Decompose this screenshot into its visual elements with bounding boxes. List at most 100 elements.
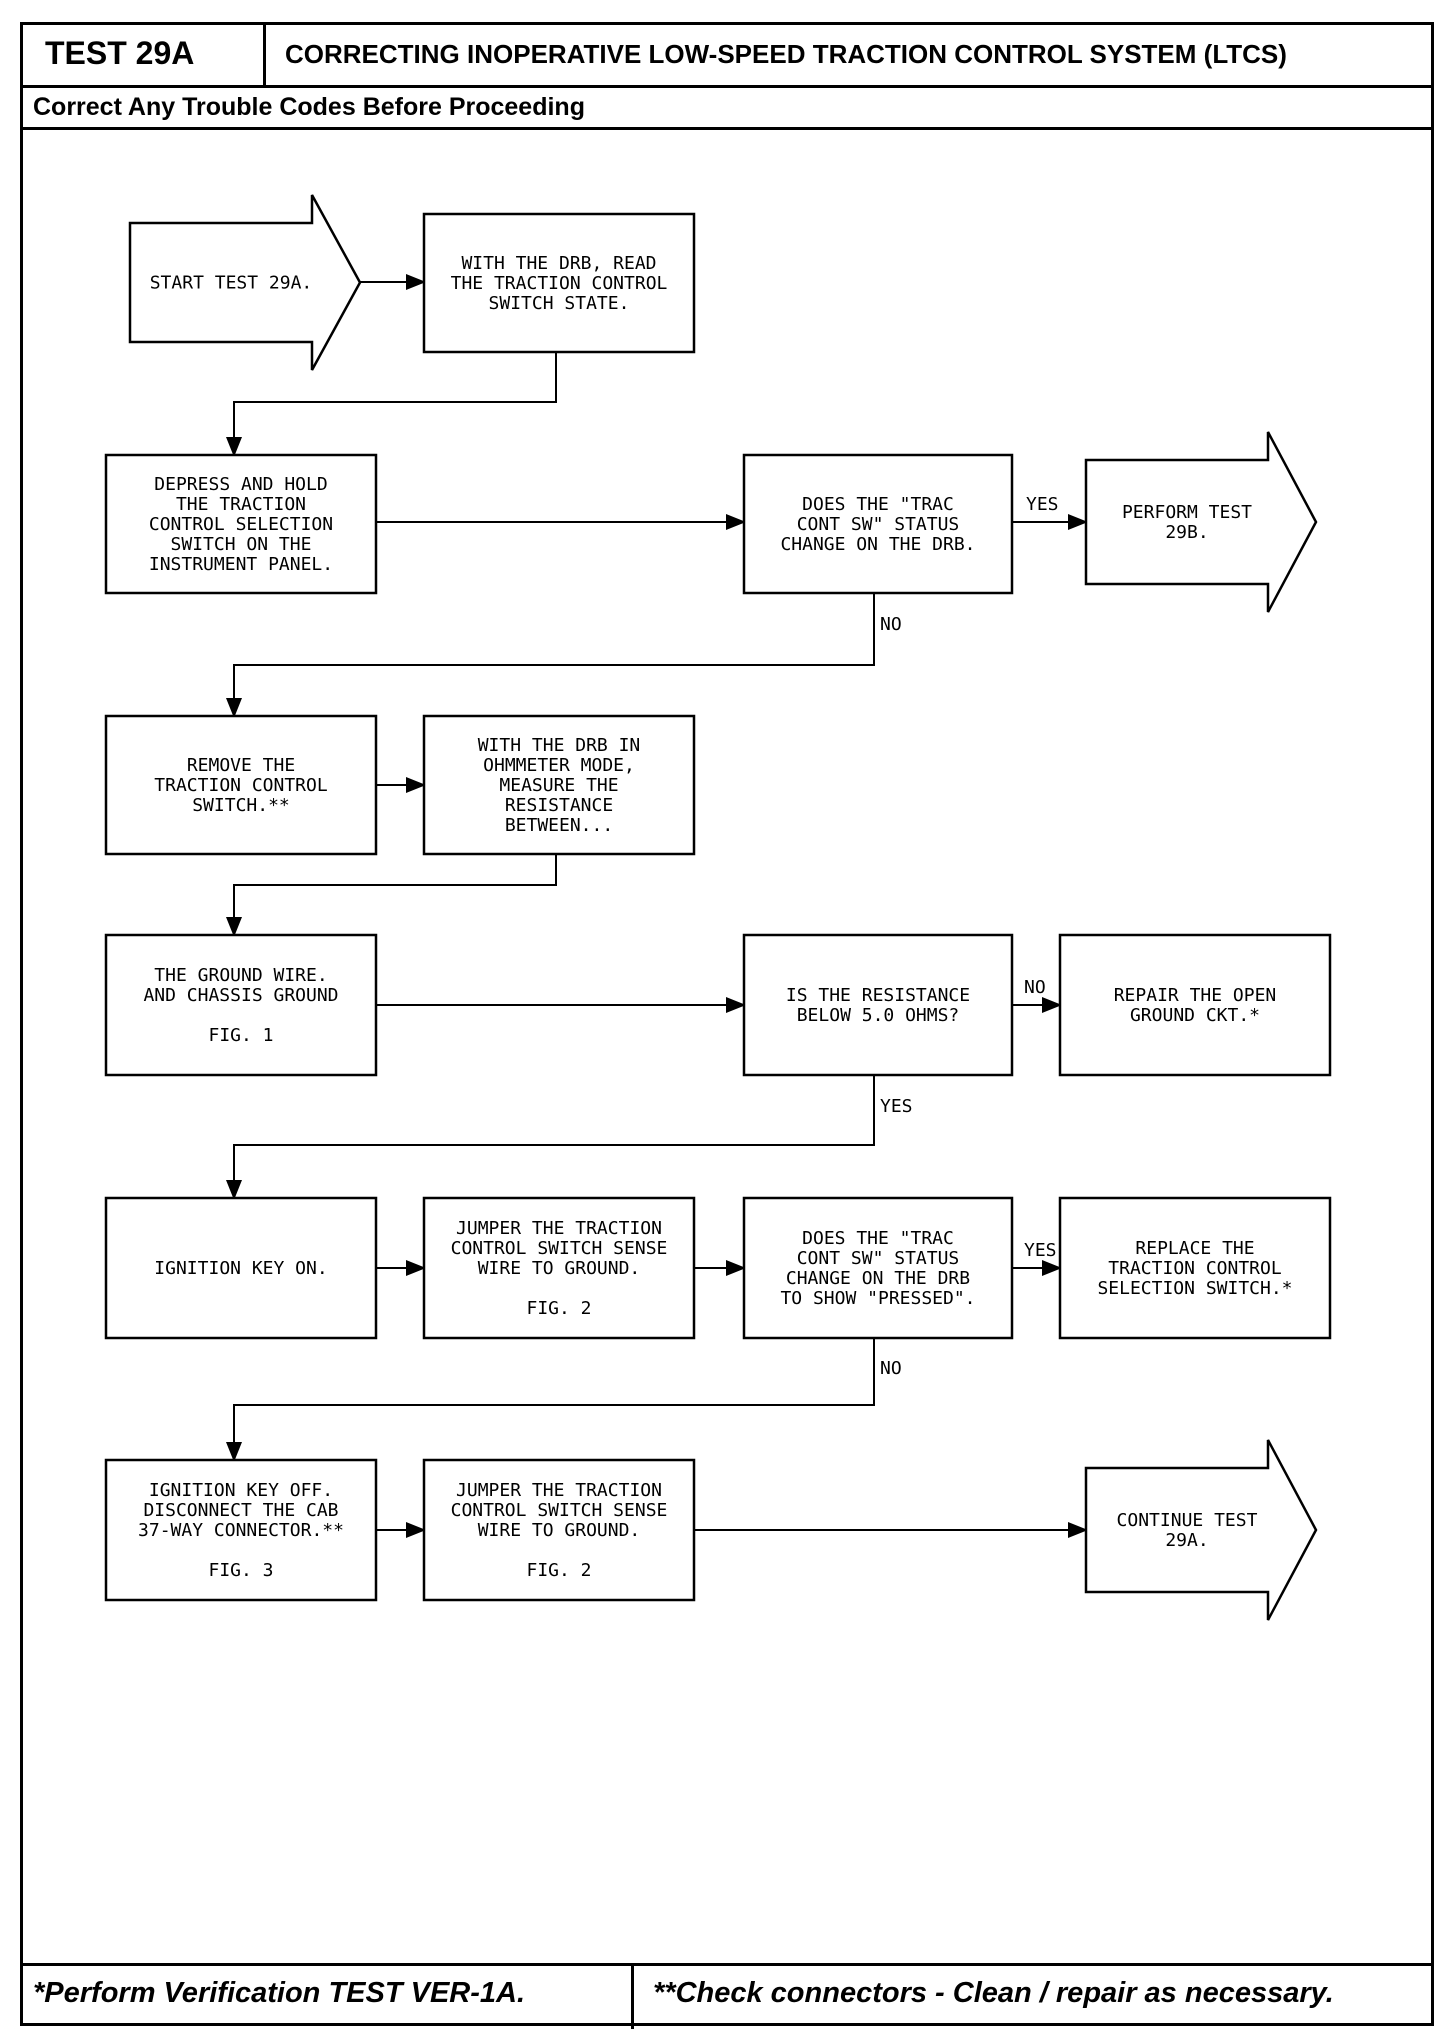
node-shape — [422, 1196, 696, 1340]
node-shape — [104, 1458, 378, 1602]
page-title: CORRECTING INOPERATIVE LOW-SPEED TRACTIO… — [285, 39, 1287, 69]
node-label-line: CONTROL SWITCH SENSE — [451, 1238, 668, 1259]
node-shape — [422, 212, 696, 354]
edge-label: YES — [1026, 494, 1059, 515]
node-label-line: CHANGE ON THE DRB — [786, 1268, 970, 1289]
node-label-line: BELOW 5.0 OHMS? — [797, 1005, 960, 1026]
node-shape — [104, 453, 378, 595]
node-label-line: IS THE RESISTANCE — [786, 985, 970, 1006]
node-label-line: 29B. — [1165, 522, 1208, 543]
node-label-line: FIG. 2 — [526, 1560, 591, 1581]
node-label-line: CONT SW" STATUS — [797, 514, 960, 535]
edge-label: NO — [880, 614, 902, 635]
footnote-verification: *Perform Verification TEST VER-1A. — [33, 1977, 526, 2009]
node-label-line: AND CHASSIS GROUND — [143, 985, 338, 1006]
node-shape — [1058, 933, 1332, 1077]
node-label-line: WITH THE DRB, READ — [461, 253, 656, 274]
node-label-line: CONTINUE TEST — [1117, 1510, 1258, 1531]
node-label-line: CONTROL SWITCH SENSE — [451, 1500, 668, 1521]
node-label-line: CONT SW" STATUS — [797, 1248, 960, 1269]
node-shape — [422, 714, 696, 856]
node-label-line: WIRE TO GROUND. — [478, 1520, 641, 1541]
node-label-line: SWITCH STATE. — [489, 293, 630, 314]
edge-label: YES — [1024, 1240, 1057, 1261]
node-label-line: FIG. 1 — [208, 1025, 273, 1046]
node-label-line: START TEST 29A. — [150, 273, 313, 294]
node-label-line: RESISTANCE — [505, 795, 613, 816]
node-shape — [1058, 1196, 1332, 1340]
node-label-line: PERFORM TEST — [1122, 502, 1252, 523]
header-divider — [263, 25, 266, 85]
node-label-line: TRACTION CONTROL — [1108, 1258, 1282, 1279]
node-shape — [1084, 431, 1318, 613]
node-label-line: TRACTION CONTROL — [154, 775, 328, 796]
node-label-line: BETWEEN... — [505, 815, 613, 836]
node-label-line: IGNITION KEY OFF. — [149, 1480, 333, 1501]
node-label: START TEST 29A. — [150, 273, 313, 294]
node-label-line: REPLACE THE — [1135, 1238, 1254, 1259]
node-label-line: 29A. — [1165, 1530, 1208, 1551]
node-label-line: JUMPER THE TRACTION — [456, 1480, 662, 1501]
node-label-line: DISCONNECT THE CAB — [143, 1500, 338, 1521]
edge-q-status-change-to-remove-switch — [226, 593, 875, 718]
node-label-line: DOES THE "TRAC — [802, 494, 954, 515]
node-label-line: DOES THE "TRAC — [802, 1228, 954, 1249]
node-label-line: DEPRESS AND HOLD — [154, 474, 327, 495]
node-label-line: WIRE TO GROUND. — [478, 1258, 641, 1279]
node-label-line: SELECTION SWITCH.* — [1097, 1278, 1292, 1299]
node-label-line: SWITCH ON THE — [171, 534, 312, 555]
node-label-line: CONTROL SELECTION — [149, 514, 333, 535]
node-ignition-on: IGNITION KEY ON. — [104, 1196, 378, 1340]
node-label-line: 37-WAY CONNECTOR.** — [138, 1520, 344, 1541]
node-label-line: OHMMETER MODE, — [483, 755, 635, 776]
node-label-line: INSTRUMENT PANEL. — [149, 554, 333, 575]
edge-ohmmeter-to-ground-wire — [226, 854, 557, 937]
node-shape — [742, 1196, 1014, 1340]
node-label-line: THE TRACTION CONTROL — [451, 273, 668, 294]
node-label-line: TO SHOW "PRESSED". — [780, 1288, 975, 1309]
edge-label: NO — [880, 1358, 902, 1379]
node-shape — [422, 1458, 696, 1602]
test-id: TEST 29A — [45, 35, 195, 71]
node-label: IGNITION KEY ON. — [154, 1258, 327, 1279]
footer-rule — [23, 1963, 1431, 1966]
node-label-line: THE TRACTION — [176, 494, 306, 515]
node-start: START TEST 29A. — [128, 194, 362, 371]
edge-read-switch-to-depress-hold — [226, 352, 557, 457]
node-label-line: REMOVE THE — [187, 755, 295, 776]
node-label-line: GROUND CKT.* — [1130, 1005, 1260, 1026]
node-label-line: JUMPER THE TRACTION — [456, 1218, 662, 1239]
node-label-line: FIG. 3 — [208, 1560, 273, 1581]
header-rule — [23, 85, 1431, 88]
edge-label: NO — [1024, 977, 1046, 998]
node-shape — [104, 933, 378, 1077]
node-label-line: CHANGE ON THE DRB. — [780, 534, 975, 555]
node-shape — [1084, 1439, 1318, 1621]
node-shape — [128, 194, 362, 371]
